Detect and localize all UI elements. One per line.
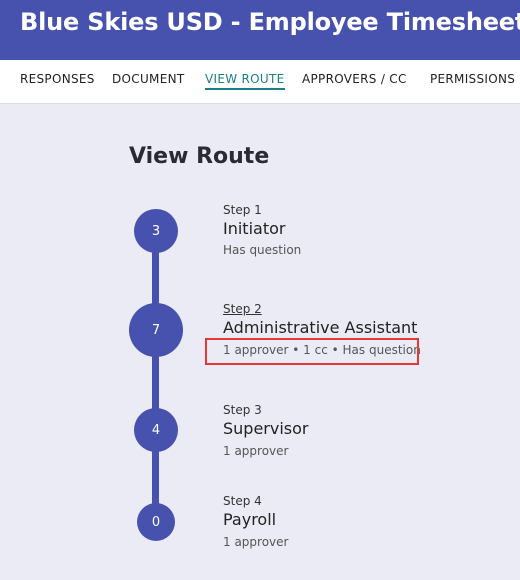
tab-bar: RESPONSES DOCUMENT VIEW ROUTE APPROVERS … bbox=[0, 60, 520, 104]
step-4-count-badge[interactable]: 0 bbox=[137, 503, 175, 541]
step-4-name: Payroll bbox=[223, 510, 277, 529]
route-connector bbox=[152, 356, 159, 410]
step-3-count-badge[interactable]: 4 bbox=[134, 408, 178, 452]
step-2-meta: 1 approver • 1 cc • Has question bbox=[223, 343, 421, 357]
step-3-meta: 1 approver bbox=[223, 444, 289, 458]
step-1-name: Initiator bbox=[223, 219, 286, 238]
tab-document[interactable]: DOCUMENT bbox=[112, 72, 185, 86]
highlight-box bbox=[205, 338, 419, 365]
page-header-title: Blue Skies USD - Employee Timesheet bbox=[20, 8, 520, 36]
step-3-label: Step 3 bbox=[223, 403, 262, 417]
step-2-label[interactable]: Step 2 bbox=[223, 302, 262, 316]
page-title: View Route bbox=[129, 144, 270, 169]
tab-approvers-cc[interactable]: APPROVERS / CC bbox=[302, 72, 407, 86]
route-connector bbox=[152, 450, 159, 504]
step-2-name: Administrative Assistant bbox=[223, 318, 418, 337]
step-4-label: Step 4 bbox=[223, 494, 262, 508]
tab-responses[interactable]: RESPONSES bbox=[20, 72, 95, 86]
route-connector bbox=[152, 252, 159, 312]
app-header: Blue Skies USD - Employee Timesheet bbox=[0, 0, 520, 60]
tab-permissions[interactable]: PERMISSIONS bbox=[430, 72, 516, 86]
step-1-count-badge[interactable]: 3 bbox=[134, 209, 178, 253]
step-2-count-badge[interactable]: 7 bbox=[129, 303, 183, 357]
tab-view-route[interactable]: VIEW ROUTE bbox=[205, 72, 285, 90]
step-1-meta: Has question bbox=[223, 243, 302, 257]
step-3-name: Supervisor bbox=[223, 419, 309, 438]
step-4-meta: 1 approver bbox=[223, 535, 289, 549]
step-1-label: Step 1 bbox=[223, 203, 262, 217]
